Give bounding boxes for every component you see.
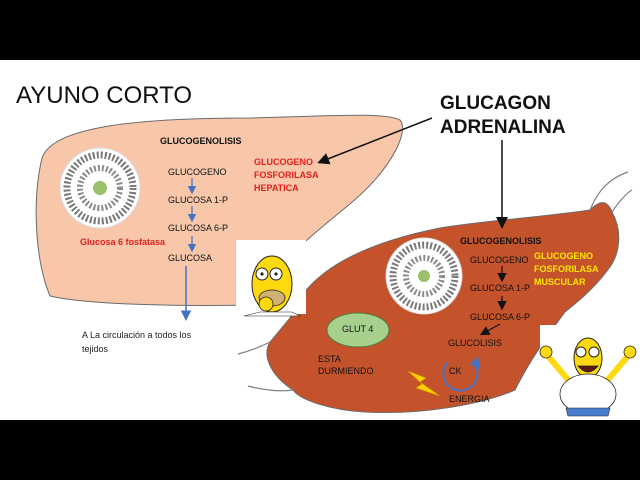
muscle-tendon: [589, 171, 629, 211]
liver-step-glucosa: GLUCOSA: [168, 253, 213, 263]
hormone-glucagon: GLUCAGON: [440, 93, 551, 114]
muscle-step-glucolisis: GLUCOLISIS: [448, 338, 503, 348]
liver-step-glucosa-6p: GLUCOSA 6-P: [168, 223, 229, 233]
glut4-ellipse: [326, 312, 390, 348]
muscle-step-glucogeno: GLUCOGENO: [470, 255, 529, 265]
liver-enzyme-line1: GLUCOGENO: [254, 157, 314, 167]
muscle-enzyme-line1: GLUCOGENO: [534, 251, 594, 261]
hormone-adrenalina: ADRENALINA: [440, 117, 566, 138]
sleeping-line1: ESTA: [318, 354, 341, 364]
muscle-tendon: [247, 385, 294, 392]
lightning-icon: [407, 370, 441, 397]
muscle-enzyme-line2: FOSFORILASA: [534, 264, 599, 274]
glycogen-icon: [385, 237, 463, 315]
liver-enzyme-line2: FOSFORILASA: [254, 170, 319, 180]
diagram-shapes: [35, 114, 638, 417]
circulation-text-line2: tejidos: [82, 344, 109, 354]
glut4-label: GLUT 4: [342, 324, 374, 334]
cycle-arrow-head: [470, 356, 480, 370]
homer-celebrating-icon: [539, 325, 638, 417]
glucosa-6-fosfatasa-label: Glucosa 6 fosfatasa: [80, 237, 166, 247]
muscle-enzyme-line3: MUSCULAR: [534, 277, 586, 287]
muscle-heading: GLUCOGENOLISIS: [460, 236, 542, 246]
muscle-tendon: [611, 189, 633, 213]
energy-label: ENERGIA: [449, 394, 490, 404]
liver-heading: GLUCOGENOLISIS: [160, 136, 242, 146]
liver-step-glucosa-1p: GLUCOSA 1-P: [168, 195, 229, 205]
glycogen-icon: [59, 147, 141, 229]
ck-label: CK: [449, 366, 462, 376]
slide: AYUNO CORTO GLUCAGON ADRENALINA GLUCOGEN…: [0, 60, 640, 420]
circulation-text-line1: A La circulación a todos los: [82, 330, 192, 340]
step-arrow: [479, 323, 501, 336]
homer-thinking-icon: [236, 240, 306, 317]
liver-step-glucogeno: GLUCOGENO: [168, 167, 227, 177]
muscle-step-glucosa-1p: GLUCOSA 1-P: [470, 283, 531, 293]
cycle-arrow: [442, 361, 479, 392]
muscle-tendon: [237, 341, 271, 355]
hormone-arrow-liver: [317, 117, 433, 165]
slide-title: AYUNO CORTO: [16, 82, 193, 109]
muscle-step-glucosa-6p: GLUCOSA 6-P: [470, 312, 531, 322]
liver-enzyme-line3: HEPATICA: [254, 183, 299, 193]
sleeping-line2: DURMIENDO: [318, 366, 374, 376]
